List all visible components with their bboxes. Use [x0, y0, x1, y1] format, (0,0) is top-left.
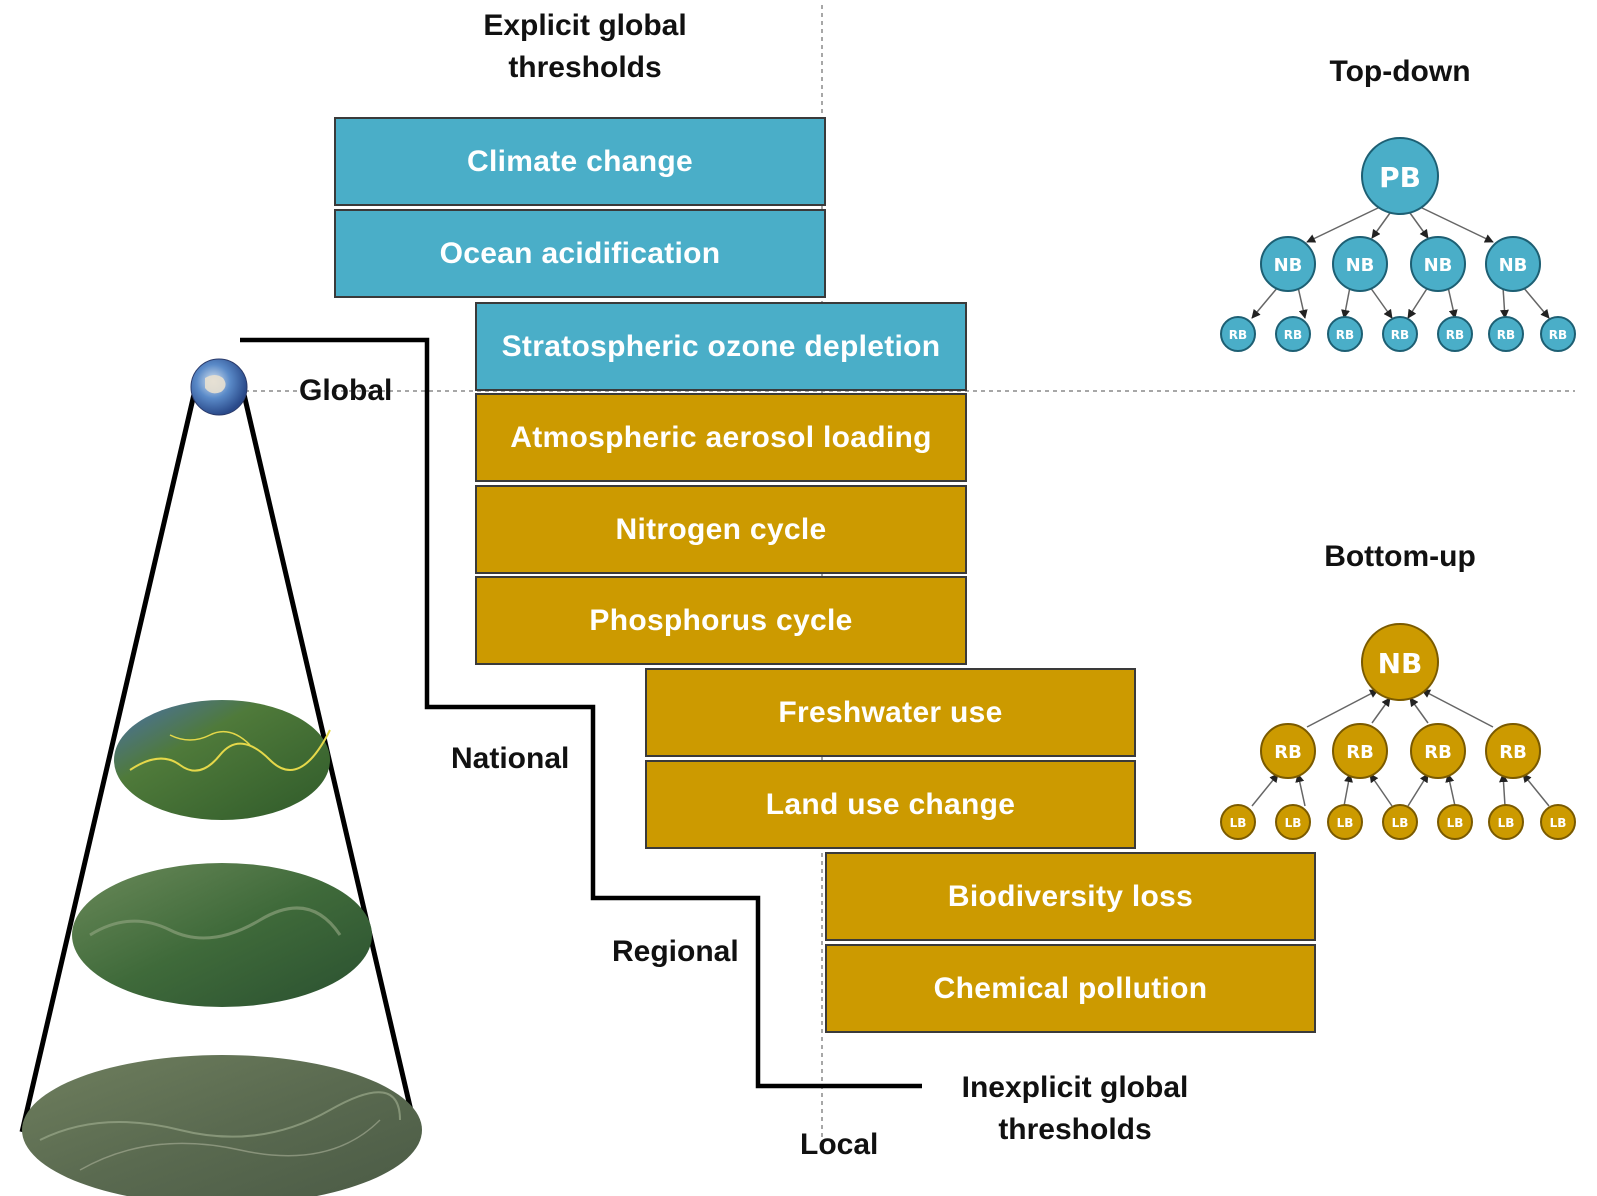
national-map-image — [114, 700, 330, 820]
scale-label-global: Global — [299, 374, 393, 407]
bottom-up-heading: Bottom-up — [1324, 540, 1476, 573]
boundary-freshwater-use: Freshwater use — [645, 668, 1136, 757]
boundary-chemical-pollution: Chemical pollution — [825, 944, 1316, 1033]
scale-label-local: Local — [800, 1128, 879, 1161]
top-down-heading: Top-down — [1329, 55, 1471, 88]
boundary-aerosol-loading: Atmospheric aerosol loading — [475, 393, 967, 482]
scale-staircase-line — [240, 337, 922, 1089]
boundary-biodiversity-loss: Biodiversity loss — [825, 852, 1316, 941]
boundary-nitrogen-cycle: Nitrogen cycle — [475, 485, 967, 574]
scale-label-regional: Regional — [612, 935, 739, 968]
cone-left-edge — [19, 389, 198, 1133]
inexplicit-thresholds-heading: Inexplicit global thresholds — [961, 1071, 1189, 1146]
boundary-stratospheric-ozone: Stratospheric ozone depletion — [475, 302, 967, 391]
boundary-ocean-acidification: Ocean acidification — [334, 209, 826, 298]
scale-label-national: National — [451, 742, 570, 775]
local-map-image — [22, 1055, 422, 1196]
boundary-land-use-change: Land use change — [645, 760, 1136, 849]
boundary-climate-change: Climate change — [334, 117, 826, 206]
boundary-phosphorus-cycle: Phosphorus cycle — [475, 576, 967, 665]
explicit-thresholds-heading: Explicit global thresholds — [483, 9, 687, 84]
